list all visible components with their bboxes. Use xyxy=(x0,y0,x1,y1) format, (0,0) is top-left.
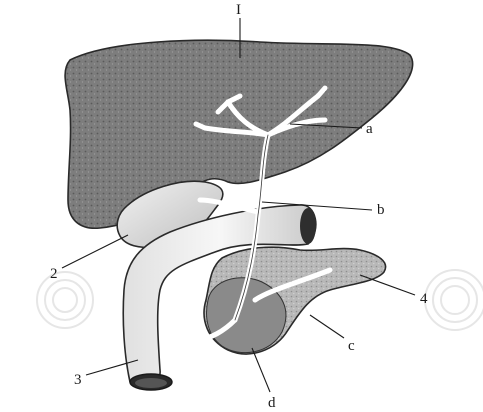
label-b: b xyxy=(377,202,385,218)
label-liver: I xyxy=(236,2,241,18)
label-a: a xyxy=(366,121,373,137)
label-3: 3 xyxy=(74,372,82,388)
duodenum-lumen-inner xyxy=(135,378,167,388)
label-2: 2 xyxy=(50,266,58,282)
label-c: c xyxy=(348,338,355,354)
label-d: d xyxy=(268,395,276,411)
duodenum-cut-end xyxy=(300,208,316,244)
label-4: 4 xyxy=(420,291,428,307)
liver xyxy=(65,40,413,228)
